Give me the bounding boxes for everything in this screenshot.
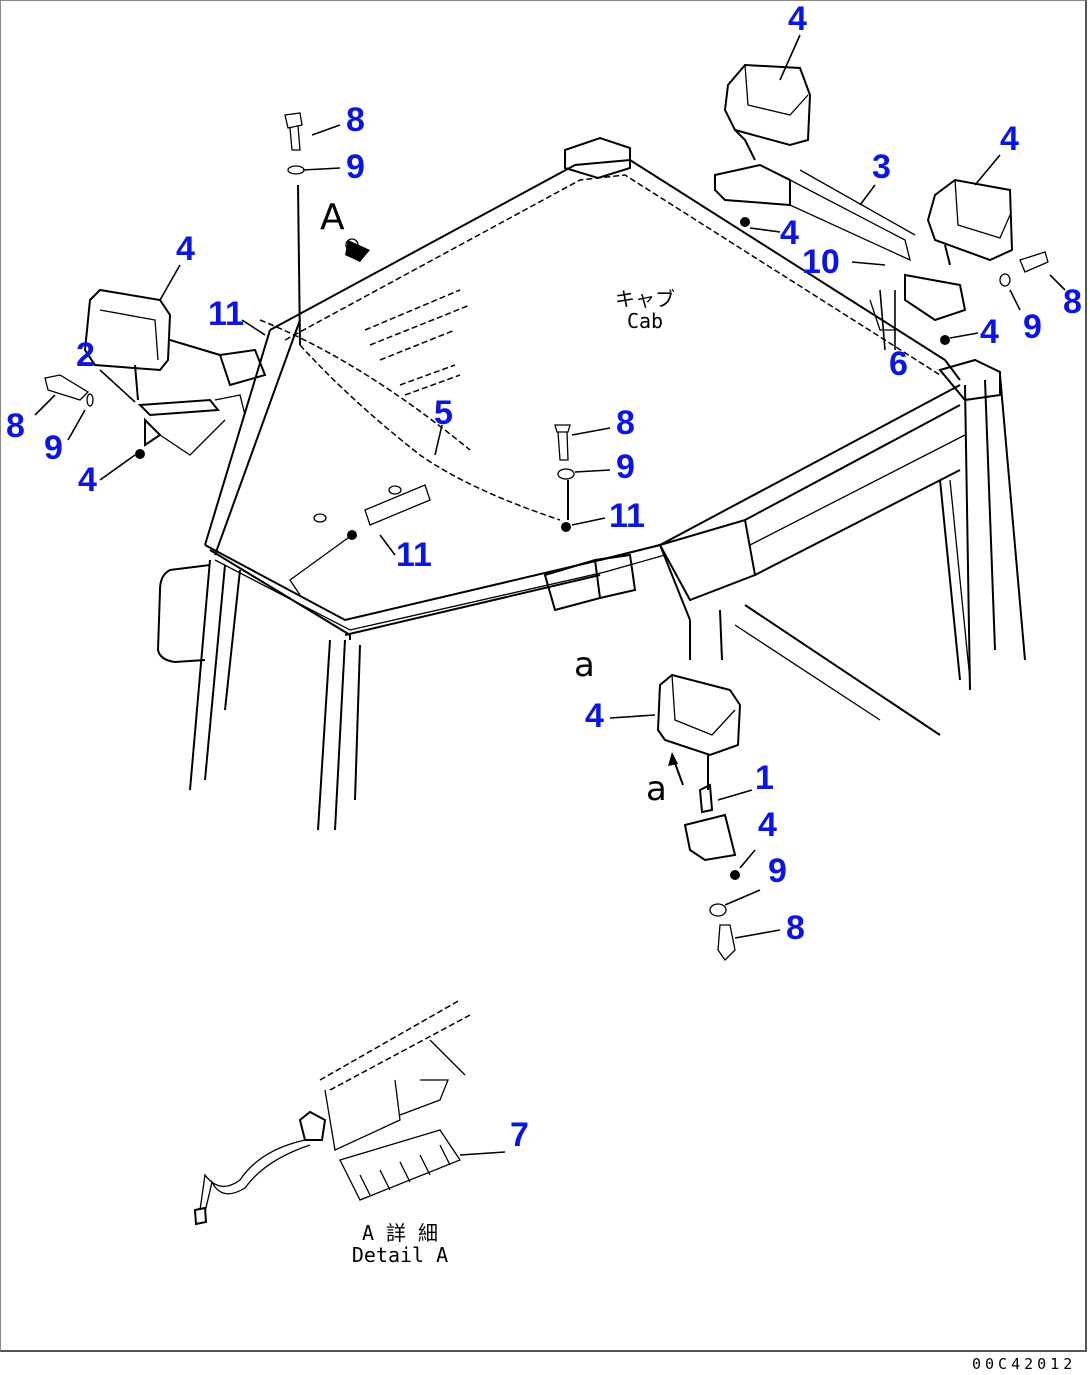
cab-pillars [156,374,1026,831]
section-label-a-2: a [646,769,667,809]
roof-decal [364,289,471,396]
callout-4-right-lamp: 4 [1000,120,1019,158]
callout-8-top-bolt: 8 [346,101,365,139]
front-rail [344,404,966,636]
work-lamp-left [83,288,267,456]
callout-1-bracket: 1 [755,759,774,797]
callout-4-front-lamp: 4 [585,697,604,735]
callout-11-low-clip: 11 [396,536,432,574]
callout-8-right-bolt: 8 [1063,283,1082,321]
detail-a-label: A 詳 細 Detail A [350,1222,450,1266]
callout-4-right-nut: 4 [980,313,999,351]
callout-9-mid-washer: 9 [616,448,635,486]
callout-7-connector: 7 [510,1116,529,1154]
work-lamp-front [656,673,742,862]
callout-6-bracket: 6 [889,345,908,383]
callout-11-mid-clip: 11 [609,497,645,535]
callout-4-front-nut: 4 [758,806,777,844]
callout-8-mid-bolt: 8 [616,404,635,442]
callout-5-harness: 5 [434,394,453,432]
detail-a-drawing [193,999,471,1226]
detail-a-label-jp: A 詳 細 [361,1221,439,1245]
wiring-harness [259,319,561,596]
cab-label: キャブ Cab [610,288,680,332]
callout-4-left-nut: 4 [78,461,97,499]
callout-9-top-washer: 9 [346,148,365,186]
cab-label-en: Cab [626,309,664,333]
cab-label-jp: キャブ [615,287,675,311]
work-lamp-right [869,178,1014,331]
callout-9-left-washer: 9 [44,429,63,467]
work-lamp-top [714,63,916,262]
callout-9-front-washer: 9 [768,852,787,890]
callout-9-right-washer: 9 [1023,308,1042,346]
section-label-a-1: a [574,645,595,685]
detail-a-label-en: Detail A [351,1243,449,1267]
callout-11-left-clip: 11 [208,295,244,333]
callout-4-left-lamp: 4 [176,230,195,268]
callout-3-bracket: 3 [872,148,891,186]
callout-4-top-lamp: 4 [788,0,807,38]
callout-8-left-bolt: 8 [6,407,25,445]
drawing-code: 00C42012 [972,1355,1077,1373]
callout-2-bracket: 2 [76,336,95,374]
view-arrow-label: A [320,197,345,238]
callout-8-front-bolt: 8 [786,909,805,947]
view-arrow-a [345,238,370,262]
callout-10-clamp: 10 [802,243,840,281]
fasteners [44,112,1049,962]
leader-lines [34,34,1066,1156]
callout-4-nut: 4 [780,214,799,252]
